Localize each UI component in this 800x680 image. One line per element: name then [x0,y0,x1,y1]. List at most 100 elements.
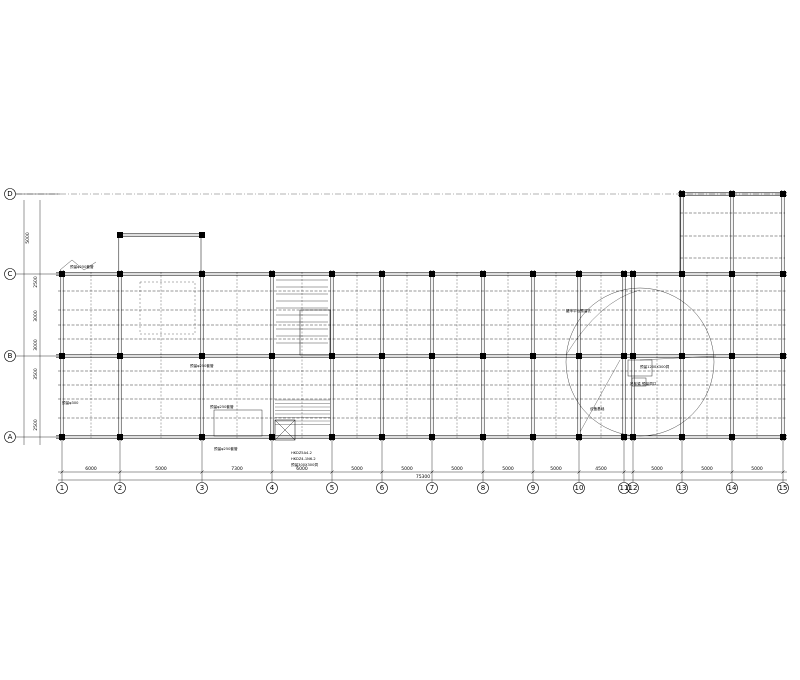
equipment-pad [631,377,647,387]
note-right-c: 设备基础 [590,406,605,411]
column-a-13 [679,434,685,440]
column-b-14 [729,353,735,359]
axis-label-14: 14 [728,484,737,492]
axis-label-c: C [8,270,13,278]
column-c-10 [576,271,582,277]
axis-label-8: 8 [481,484,485,492]
column-b-2 [117,353,123,359]
column-tower-1 [117,232,123,238]
dim-tick-13 [680,470,684,474]
axis-label-1: 1 [60,484,64,492]
row-axis-bubbles: A B C D [4,188,16,443]
note-stair-a: HKDZ5A4-2 [291,451,312,455]
left-dimension-texts: 5000 2500 3000 3000 3500 2500 [25,232,39,431]
note-low-left: 预留φ250套管 [210,404,234,409]
spacing-3-4: 7300 [231,466,243,472]
column-b-11 [621,353,627,359]
column-stair-2 [269,271,275,277]
spacing-5-6: 5000 [351,466,363,472]
note-stair-b: HKDZ4-1N6-2 [291,457,316,461]
column-a-15 [780,434,786,440]
axis-label-3: 3 [200,484,204,492]
spacing-13-14: 5000 [701,466,713,472]
column-d-2 [780,191,786,197]
shaft-x2 [274,419,296,441]
column-b-10 [576,353,582,359]
column-a-12 [630,434,636,440]
left-dim-3: 3000 [33,339,39,351]
dim-tick-7 [430,470,434,474]
axis-label-13: 13 [678,484,687,492]
column-a-5 [329,434,335,440]
left-opening [213,409,263,437]
note-right-d: 吊车梁 预留洞口 [630,381,657,386]
axis-label-b: B [8,352,13,360]
column-a-6 [379,434,385,440]
equipment-base [627,359,653,377]
dimension-lines [58,470,787,481]
column-b-4 [269,353,275,359]
column-b-15 [780,353,786,359]
column-c-3 [199,271,205,277]
bottom-dimension-texts: 6000 5000 7300 6000 5000 5000 5000 5000 … [85,466,763,480]
column-c-12 [630,271,636,277]
note-mid-left: 预留φ250套管 [190,363,214,368]
axis-label-12: 12 [629,484,638,492]
column-a-3 [199,434,205,440]
axis-label-6: 6 [380,484,385,492]
radius-line-b [579,359,621,433]
dim-tick-9 [531,470,535,474]
radius-line [639,355,717,361]
dim-tick-8 [481,470,485,474]
column-tower-2 [199,232,205,238]
column-a-2 [117,434,123,440]
column-a-9 [530,434,536,440]
column-c-11 [621,271,627,277]
left-dim-1: 2500 [33,276,39,288]
column-c-15 [780,271,786,277]
axis-label-2: 2 [118,484,122,492]
column-d-1 [729,191,735,197]
column-b-6 [379,353,385,359]
left-dim-4: 3500 [33,368,39,380]
arc-line-a [565,289,641,356]
column-b-5 [329,353,335,359]
column-a-4 [269,434,275,440]
column-b-12 [630,353,636,359]
dim-tick-5 [330,470,334,474]
dim-tick-12 [631,470,635,474]
note-right-b: 预留1200X300洞 [640,364,670,369]
column-a-11 [621,434,627,440]
annotation-notes: 预留φ250套管 预留φ250套管 预留φ250套管 预留φ250套管 预留φ3… [62,264,670,467]
note-bottom-left-b: 预留φ300 [62,400,79,405]
axis-label-4: 4 [270,484,275,492]
column-c-14 [729,271,735,277]
dim-tick-10 [577,470,581,474]
note-bottom-left-a: 预留φ250套管 [214,446,238,451]
column-b-9 [530,353,536,359]
spacing-12-13: 5000 [651,466,663,472]
axis-label-d: D [7,190,12,198]
column-d-0 [679,191,685,197]
column-a-14 [729,434,735,440]
spacing-6-7: 5000 [401,466,413,472]
stair-core [299,309,331,356]
details [59,259,717,441]
left-dim-2: 3000 [33,310,39,322]
columns [59,191,786,440]
column-c-8 [480,271,486,277]
note-right-a: 罐车平台预留孔 [566,308,592,313]
column-b-3 [199,353,205,359]
axis-label-15: 15 [779,484,788,492]
spacing-7-8: 5000 [451,466,463,472]
column-b-8 [480,353,486,359]
spacing-4-5: 6000 [296,466,308,472]
column-b-7 [429,353,435,359]
column-c-6 [379,271,385,277]
left-dim-5: 2500 [33,419,39,431]
dim-tick-4 [270,470,274,474]
column-a-1 [59,434,65,440]
left-bay-hatch [139,281,196,335]
column-c-7 [429,271,435,277]
